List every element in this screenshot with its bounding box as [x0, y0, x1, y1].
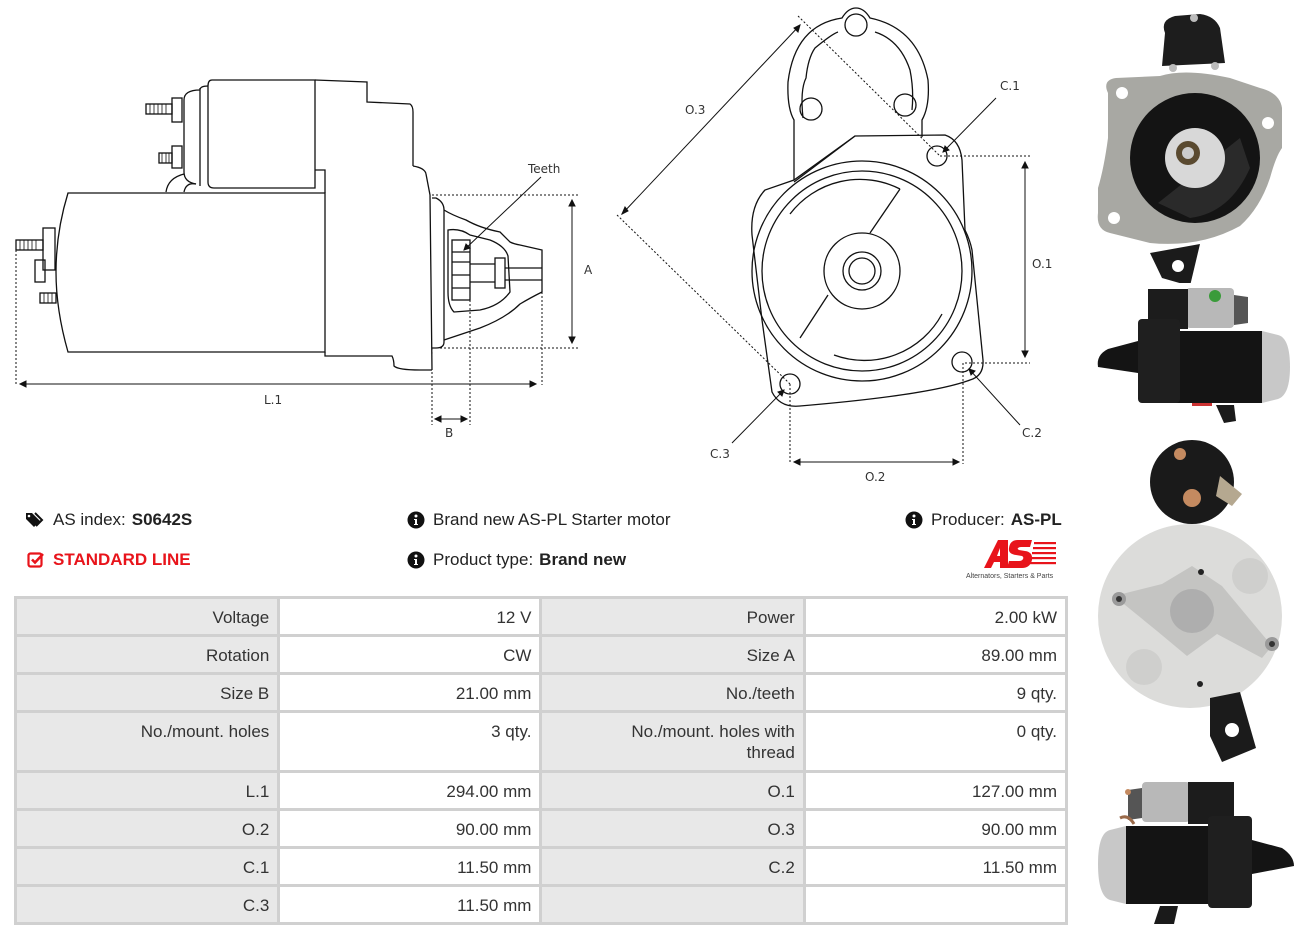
table-row: No./mount. holes 3 qty. No./mount. holes… [13, 710, 1069, 773]
spec-value: 90.00 mm [802, 808, 1069, 849]
as-index-value: S0642S [131, 510, 193, 529]
spec-label: No./teeth [539, 672, 806, 713]
info-circle-icon [904, 510, 924, 530]
spec-value: 294.00 mm [277, 770, 543, 811]
dimension-b-label: B [445, 426, 453, 440]
spec-value: 9 qty. [802, 672, 1069, 713]
logo-tagline: Alternators, Starters & Parts [966, 573, 1054, 580]
spec-value [802, 884, 1069, 925]
producer-value: AS-PL [1010, 510, 1062, 529]
spec-value: 90.00 mm [277, 808, 543, 849]
table-row: Size B 21.00 mm No./teeth 9 qty. [13, 672, 1069, 713]
spec-value: 3 qty. [277, 710, 543, 773]
table-row: Rotation CW Size A 89.00 mm [13, 634, 1069, 675]
spec-value: 12 V [277, 596, 543, 637]
producer-label: Producer: [931, 510, 1005, 529]
solenoid-body [207, 79, 316, 189]
spec-label: Voltage [13, 596, 281, 637]
spec-label: Rotation [13, 634, 281, 675]
product-type-row: Product type: Brand new [406, 550, 626, 570]
as-index-label: AS index: [53, 510, 126, 529]
dimension-o3-label: O.3 [685, 103, 705, 117]
dimension-o1-label: O.1 [1032, 257, 1052, 271]
spec-label: No./mount. holes with thread [539, 710, 806, 773]
spec-value: 11.50 mm [277, 884, 543, 925]
product-photo-rear [1092, 436, 1292, 771]
table-row: O.2 90.00 mm O.3 90.00 mm [13, 808, 1069, 849]
producer-row: Producer: AS-PL [904, 510, 1062, 530]
spec-value: 89.00 mm [802, 634, 1069, 675]
spec-value: CW [277, 634, 543, 675]
product-photo-front [1090, 8, 1295, 286]
product-type-label: Product type: [433, 550, 534, 569]
spec-label [539, 884, 806, 925]
dimension-a-label: A [584, 263, 593, 277]
spec-label: C.2 [539, 846, 806, 887]
dimension-c3-label: C.3 [710, 447, 730, 461]
dimension-l1-label: L.1 [264, 393, 282, 407]
dimension-o2-label: O.2 [865, 470, 885, 484]
product-type-value: Brand new [539, 550, 627, 569]
spec-label: C.3 [13, 884, 281, 925]
mount-hole-c2 [951, 351, 973, 373]
spec-label: Power [539, 596, 806, 637]
check-square-icon [26, 550, 46, 570]
table-row: C.3 11.50 mm [13, 884, 1069, 925]
spec-value: 11.50 mm [802, 846, 1069, 887]
spec-value: 11.50 mm [277, 846, 543, 887]
standard-line-row: STANDARD LINE [26, 550, 191, 570]
product-photo-side-mirrored [1090, 778, 1300, 928]
spec-label: O.3 [539, 808, 806, 849]
side-view-drawing: Teeth A B L.1 [0, 60, 600, 450]
table-row: L.1 294.00 mm O.1 127.00 mm [13, 770, 1069, 811]
spec-value: 127.00 mm [802, 770, 1069, 811]
motor-body [55, 192, 326, 353]
table-row: C.1 11.50 mm C.2 11.50 mm [13, 846, 1069, 887]
description-row: Brand new AS-PL Starter motor [406, 510, 670, 530]
mount-hole-c1 [926, 145, 948, 167]
dimension-c2-label: C.2 [1022, 426, 1042, 440]
info-circle-icon [406, 550, 426, 570]
front-view-drawing: O.3 C.1 O.1 C.2 C.3 O.2 [600, 0, 1080, 490]
standard-line-label: STANDARD LINE [53, 550, 191, 569]
spec-label: O.2 [13, 808, 281, 849]
dimension-c1-label: C.1 [1000, 79, 1020, 93]
as-index-row: AS index: S0642S [26, 510, 192, 530]
spec-label: C.1 [13, 846, 281, 887]
table-row: Voltage 12 V Power 2.00 kW [13, 596, 1069, 637]
spec-value: 2.00 kW [802, 596, 1069, 637]
teeth-label: Teeth [527, 162, 560, 176]
spec-label: L.1 [13, 770, 281, 811]
spec-value: 21.00 mm [277, 672, 543, 713]
info-circle-icon [406, 510, 426, 530]
spec-value: 0 qty. [802, 710, 1069, 773]
as-pl-logo [962, 538, 1070, 584]
spec-label: O.1 [539, 770, 806, 811]
tags-icon [26, 510, 46, 530]
spec-label: Size B [13, 672, 281, 713]
description-text: Brand new AS-PL Starter motor [433, 510, 671, 529]
spec-label: No./mount. holes [13, 710, 281, 773]
product-photo-side [1088, 283, 1298, 433]
specs-table: Voltage 12 V Power 2.00 kW Rotation CW S… [13, 596, 1069, 925]
spec-label: Size A [539, 634, 806, 675]
